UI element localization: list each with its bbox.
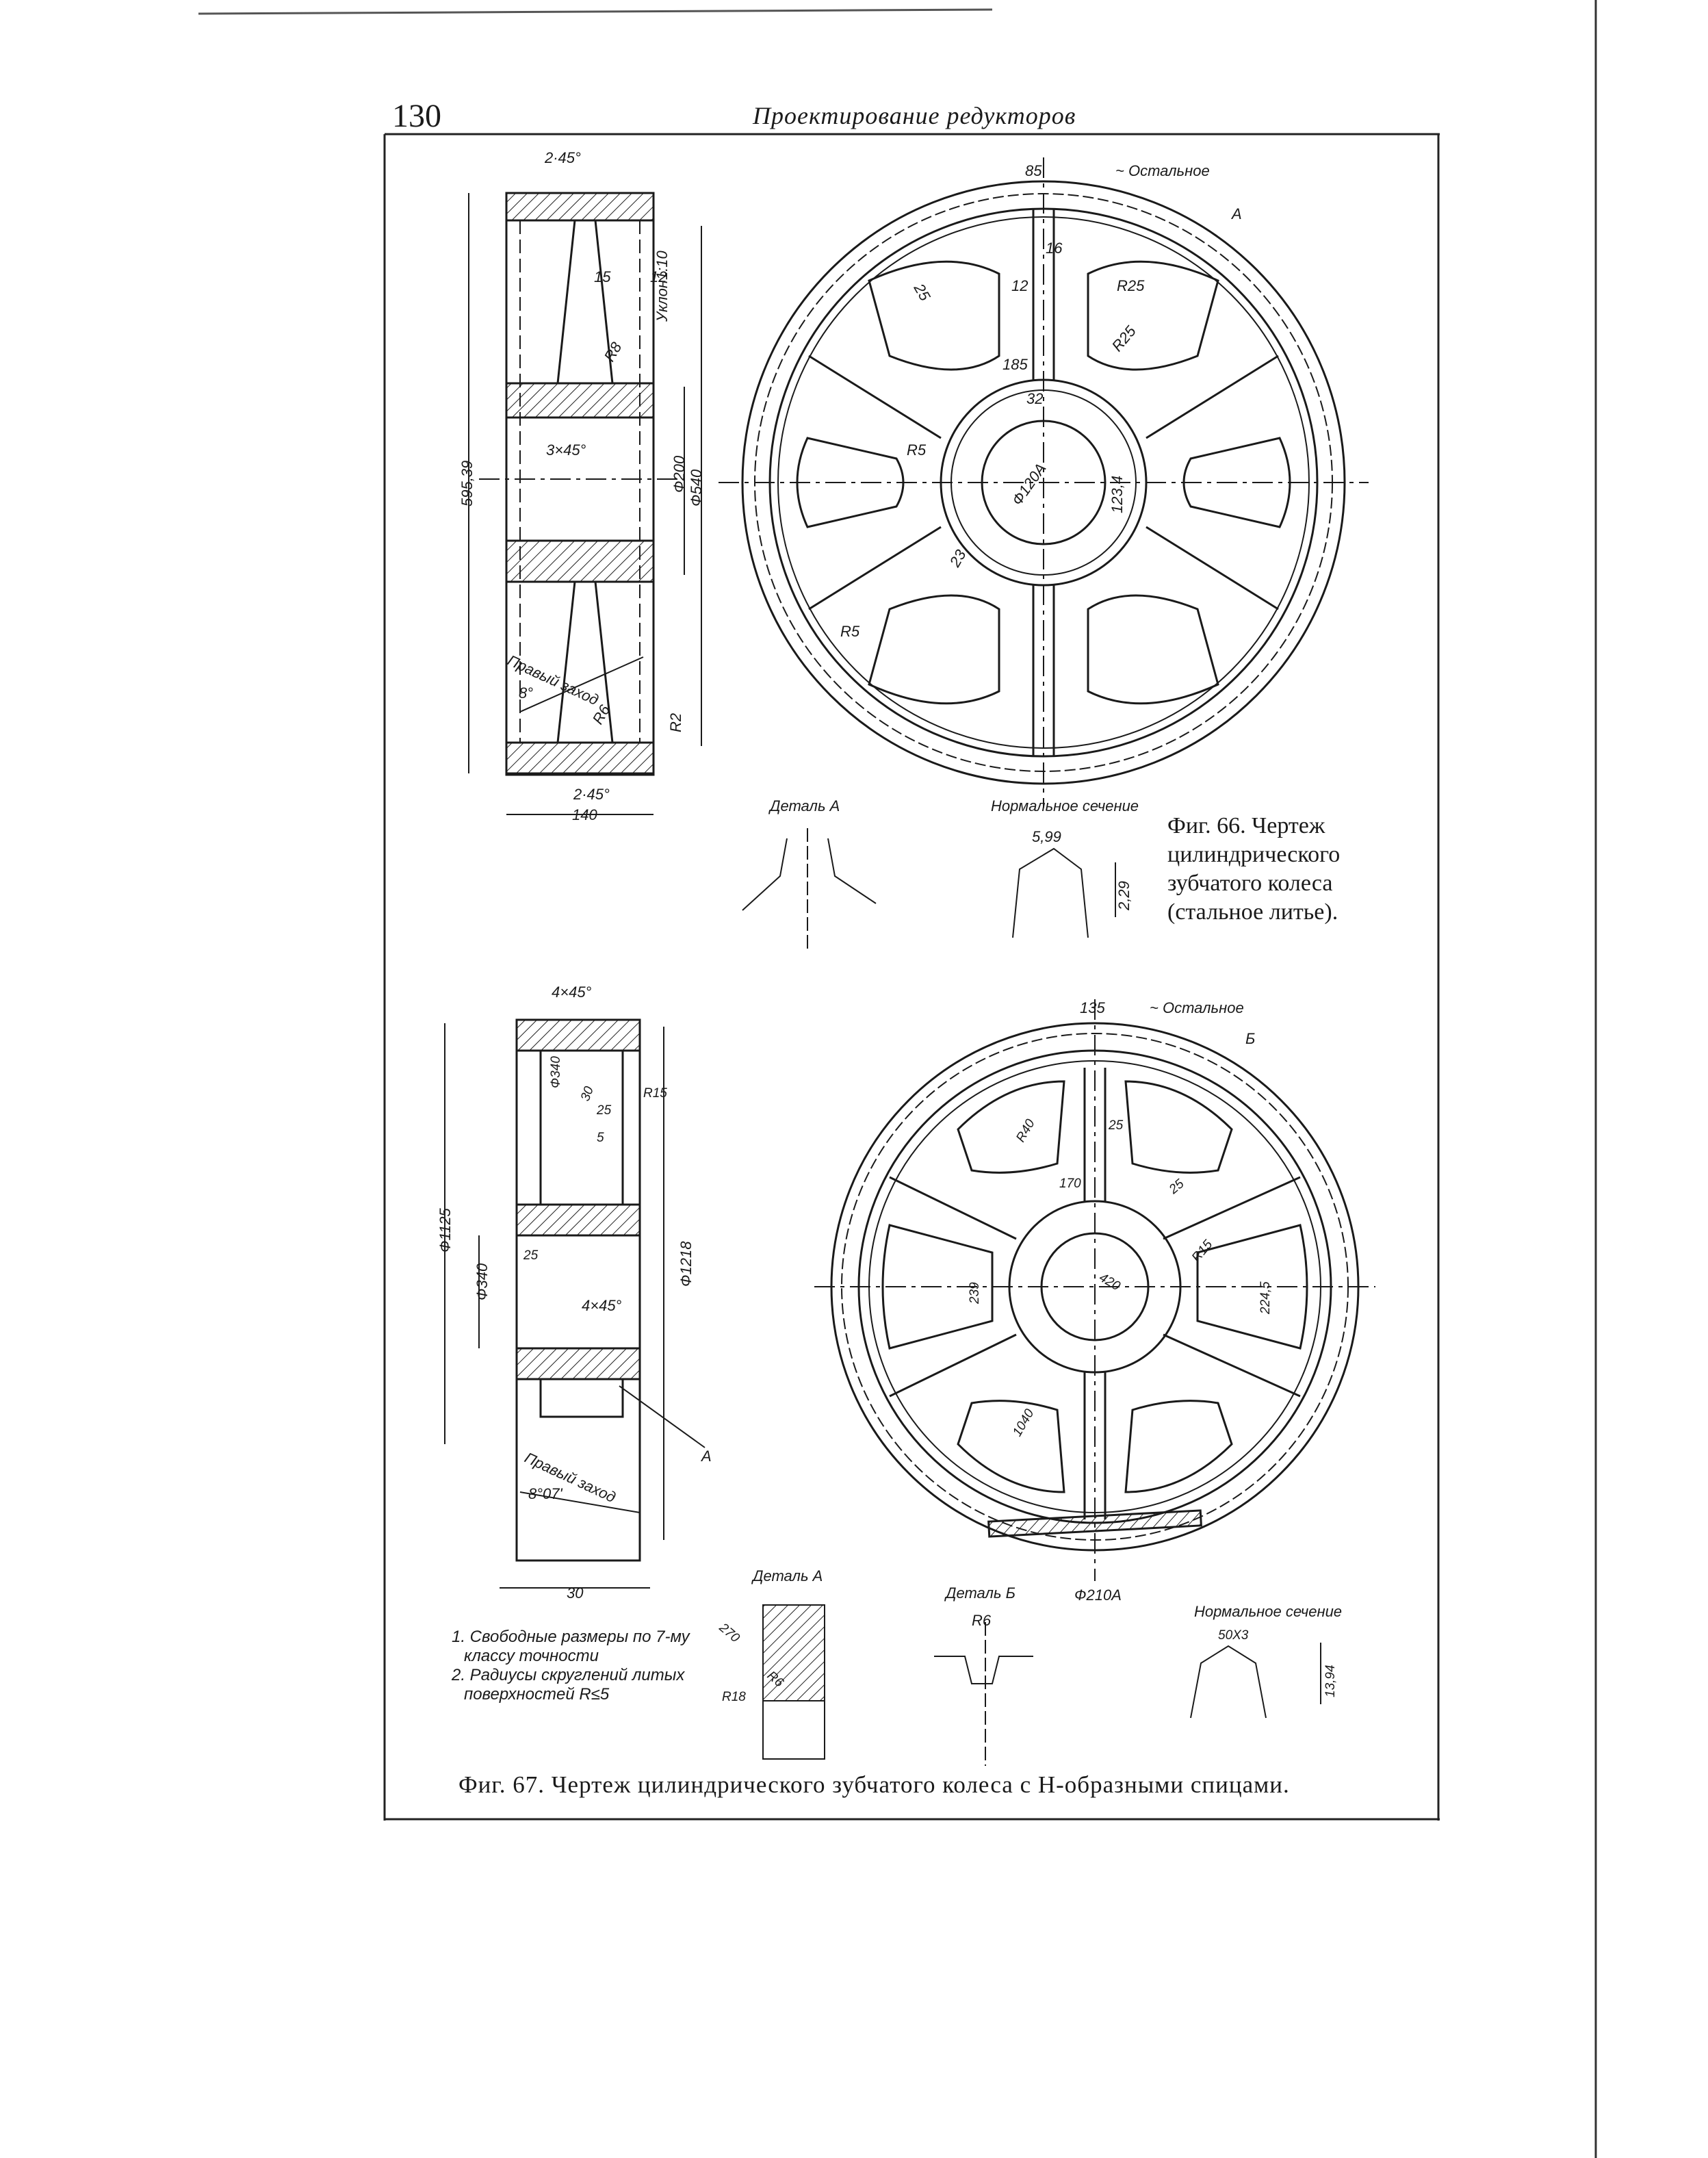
fig67-angle: 8°07' xyxy=(528,1485,563,1502)
fig67-side-section xyxy=(444,1018,706,1589)
fig67-dim: Ф1125 xyxy=(437,1207,454,1253)
fig67-dim: 25 xyxy=(1166,1177,1187,1198)
fig67-dim: 135 xyxy=(1080,999,1105,1016)
figure-67-notes: 1. Свободные размеры по 7-му классу точн… xyxy=(452,1628,690,1704)
fig67-dim: 25 xyxy=(523,1248,539,1263)
fig66-dim: Ф200 xyxy=(671,455,688,493)
fig66-rest-surface: ~ Остальное xyxy=(1115,162,1210,179)
fig66-dim: 16 xyxy=(1046,240,1063,257)
fig66-chamfer-top: 2·45° xyxy=(544,149,581,166)
fig66-dim: 32 xyxy=(1026,390,1043,407)
fig67-dim: 270 xyxy=(716,1620,742,1645)
caption-line: (стальное литье). xyxy=(1167,899,1338,925)
fig67-chamfer-bore: 4×45° xyxy=(582,1297,622,1314)
fig67-dim: 13,94 xyxy=(1323,1665,1338,1697)
fig66-dim: 25 xyxy=(910,280,934,304)
fig67-dim: 30 xyxy=(567,1584,584,1602)
fig67-dim: Ф1218 xyxy=(677,1241,695,1287)
fig66-dim: R5 xyxy=(840,623,860,640)
fig67-dim: R15 xyxy=(1189,1237,1216,1266)
fig67-rest-surface: ~ Остальное xyxy=(1150,999,1244,1016)
fig67-dim: Ф210А xyxy=(1074,1587,1122,1604)
fig66-chamfer-bottom: 2·45° xyxy=(573,786,610,803)
fig66-angle: 8° xyxy=(519,684,533,702)
fig66-dim: R2 xyxy=(667,713,684,732)
fig66-dim: R5 xyxy=(907,441,927,459)
caption-line: цилиндрического xyxy=(1167,842,1341,867)
fig67-dim: 170 xyxy=(1059,1177,1081,1191)
fig67-dim: 224,5 xyxy=(1258,1281,1273,1315)
fig66-dim: 12 xyxy=(1011,277,1028,294)
figure-67-caption: Фиг. 67. Чертеж цилиндрического зубчатог… xyxy=(458,1771,1290,1798)
fig66-view-a: А xyxy=(1230,205,1242,222)
fig67-dim: R18 xyxy=(722,1690,746,1704)
fig67-dim: 25 xyxy=(596,1103,612,1118)
fig67-dim: Ф340 xyxy=(474,1263,491,1300)
note-line: 2. Радиусы скруглений литых xyxy=(452,1666,685,1684)
fig66-dim: 85 xyxy=(1025,162,1042,179)
fig66-detail-a: Деталь А xyxy=(768,797,840,814)
fig67-dim: Ф340 xyxy=(549,1056,563,1088)
fig67-detail-b: Деталь Б xyxy=(944,1584,1015,1602)
fig67-dim: R40 xyxy=(1013,1116,1038,1144)
fig66-dim: 2,29 xyxy=(1115,881,1133,911)
fig67-chamfer-top: 4×45° xyxy=(552,984,592,1001)
fig67-dim: 5 xyxy=(597,1131,604,1145)
caption-line: зубчатого колеса xyxy=(1167,871,1333,896)
fig66-normal-section: Нормальное сечение xyxy=(991,797,1139,814)
fig67-dim: R6 xyxy=(972,1612,992,1629)
fig66-dim: R8 xyxy=(601,339,625,365)
fig66-dim: R25 xyxy=(1109,322,1140,355)
fig67-detail-a: Деталь А xyxy=(751,1567,823,1584)
fig66-slope: Уклон1:10 xyxy=(654,250,671,322)
fig66-dim: 185 xyxy=(1002,356,1028,373)
figure-66-drawing: 2·45° 3×45° 2·45° Уклон1:10 Правый заход… xyxy=(458,149,1369,951)
fig67-front-view xyxy=(814,999,1375,1581)
fig66-dim: 123,4 xyxy=(1109,476,1126,513)
fig66-dim: Ф540 xyxy=(688,469,705,506)
fig67-view-b: Б xyxy=(1245,1030,1255,1047)
caption-line: Фиг. 66. Чертеж xyxy=(1167,813,1325,838)
fig66-dim: 15 xyxy=(594,268,611,285)
fig66-dim: R25 xyxy=(1117,277,1145,294)
fig67-dim: 25 xyxy=(1108,1118,1124,1133)
fig67-dim: 420 xyxy=(1097,1270,1123,1294)
fig67-normal-section: Нормальное сечение xyxy=(1194,1603,1342,1620)
figure-67-drawing: 4×45° 4×45° Правый заход 8°07' А Ф340 30… xyxy=(437,984,1375,1766)
fig66-side-section xyxy=(468,192,702,815)
fig66-dim: 5,99 xyxy=(1032,828,1061,845)
fig67-details xyxy=(762,1604,1321,1766)
note-line: поверхностей R≤5 xyxy=(464,1685,610,1704)
fig67-dim: 30 xyxy=(578,1084,597,1103)
fig67-view-a: А xyxy=(700,1448,712,1465)
fig66-details xyxy=(742,828,1116,951)
fig66-chamfer-bore: 3×45° xyxy=(546,441,586,459)
figure-66-caption: Фиг. 66. Чертеж цилиндрического зубчатог… xyxy=(1167,812,1373,927)
fig66-dim: 12 xyxy=(650,268,667,285)
note-line: классу точности xyxy=(464,1647,599,1665)
fig66-dim: 595,39 xyxy=(458,461,476,506)
page-number: 130 xyxy=(392,98,441,134)
note-line: 1. Свободные размеры по 7-му xyxy=(452,1628,690,1646)
fig66-front-view xyxy=(719,157,1369,808)
running-title: Проектирование редукторов xyxy=(753,102,1076,129)
fig67-dim: 239 xyxy=(968,1282,982,1305)
fig66-dim: 140 xyxy=(572,806,597,823)
fig67-dim: 50X3 xyxy=(1218,1628,1249,1643)
fig67-dim: 1040 xyxy=(1010,1406,1037,1439)
fig67-dim: R15 xyxy=(643,1086,667,1101)
